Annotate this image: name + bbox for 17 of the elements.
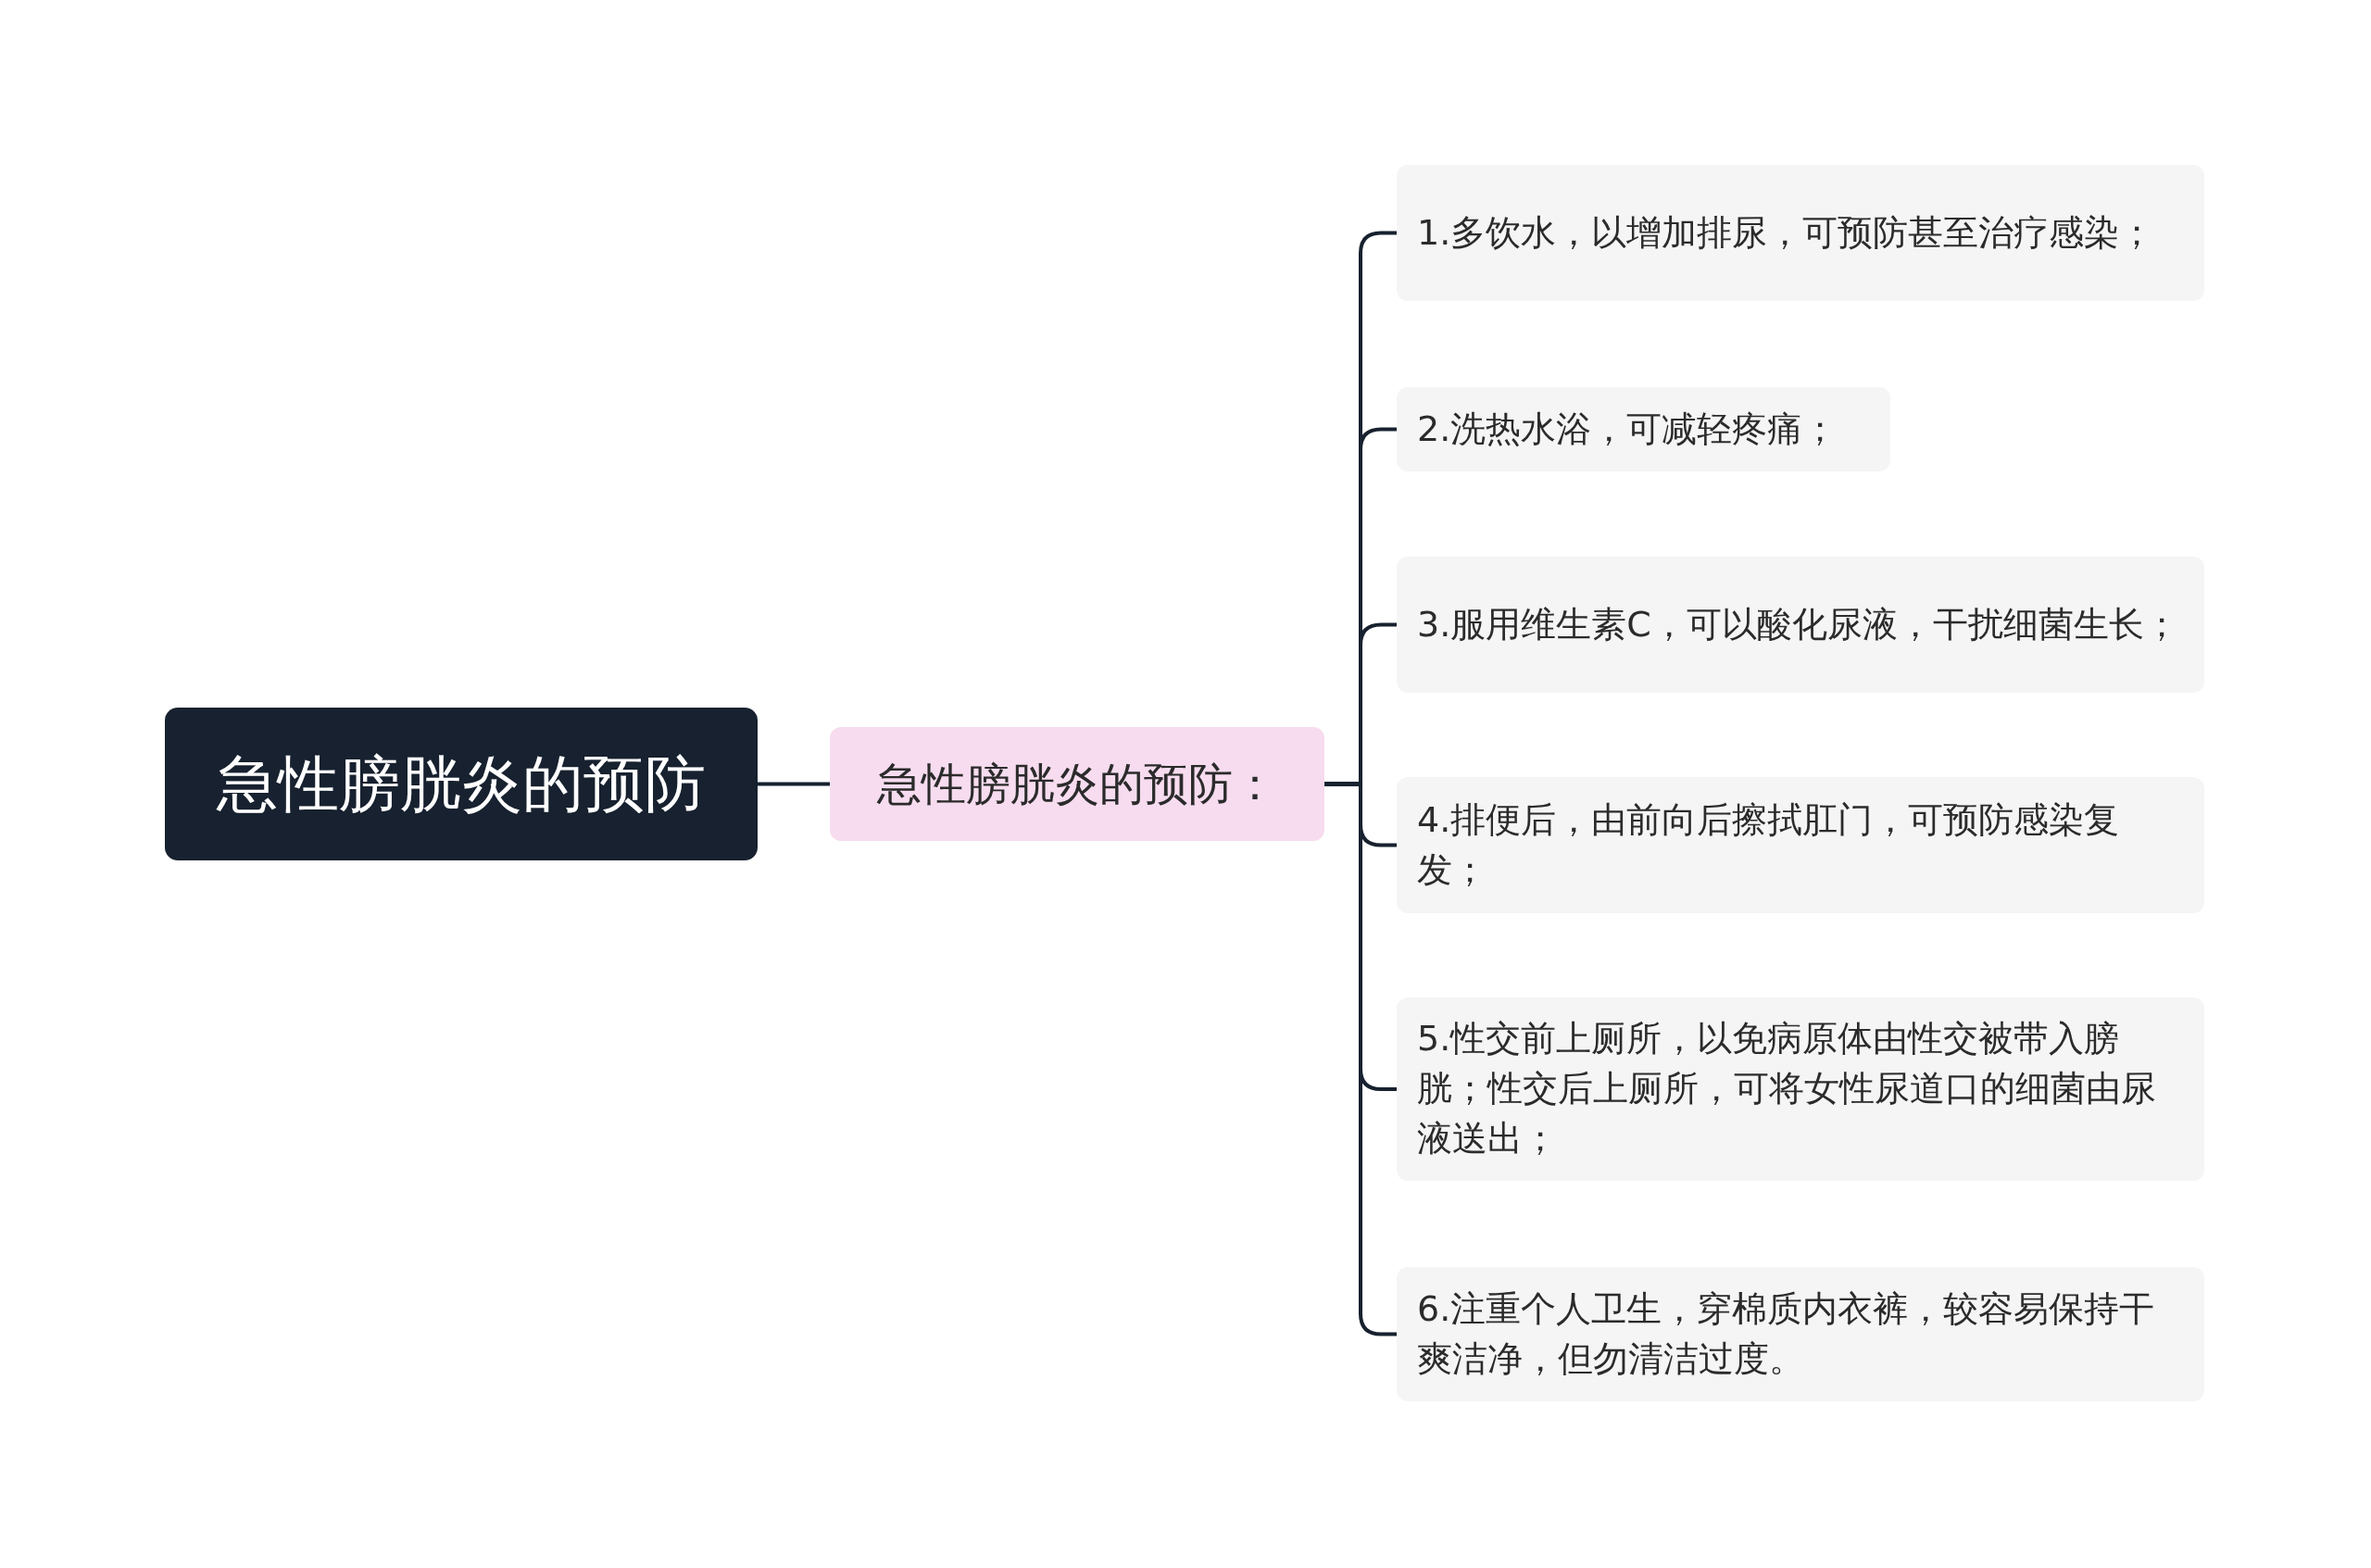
leaf-topic-box bbox=[1397, 165, 2204, 301]
connector-line bbox=[758, 782, 830, 786]
leaf-topic-box bbox=[1397, 387, 1890, 471]
topic-text: 1.多饮水，以增加排尿，可预防甚至治疗感染； bbox=[1417, 210, 2155, 255]
root-topic-box bbox=[165, 708, 758, 860]
topic-text: 5.性交前上厕所，以免病原体由性交被带入膀胱；性交后上厕所，可将女性尿道口的细菌由尿液送出； bbox=[1417, 1017, 2157, 1160]
leaf-topic-box bbox=[1397, 997, 2204, 1181]
leaf-topic-box bbox=[1397, 557, 2204, 693]
topic-text: 2.洗热水浴，可减轻疼痛； bbox=[1417, 407, 1838, 451]
topic-text: 急性膀胱炎的预防： bbox=[877, 757, 1277, 812]
leaf-topic-box bbox=[1397, 1267, 2204, 1401]
subtopic-box bbox=[830, 727, 1324, 841]
leaf-topic-box bbox=[1397, 777, 2204, 913]
topic-text: 6.注重个人卫生，穿棉质内衣裤，较容易保持干爽洁净，但勿清洁过度。 bbox=[1417, 1286, 2156, 1381]
topic-text: 急性膀胱炎的预防 bbox=[217, 746, 706, 822]
topic-text: 4.排便后，由前向后擦拭肛门，可预防感染复发； bbox=[1417, 797, 2121, 892]
topic-text: 3.服用维生素C，可以酸化尿液，干扰细菌生长； bbox=[1417, 602, 2179, 646]
